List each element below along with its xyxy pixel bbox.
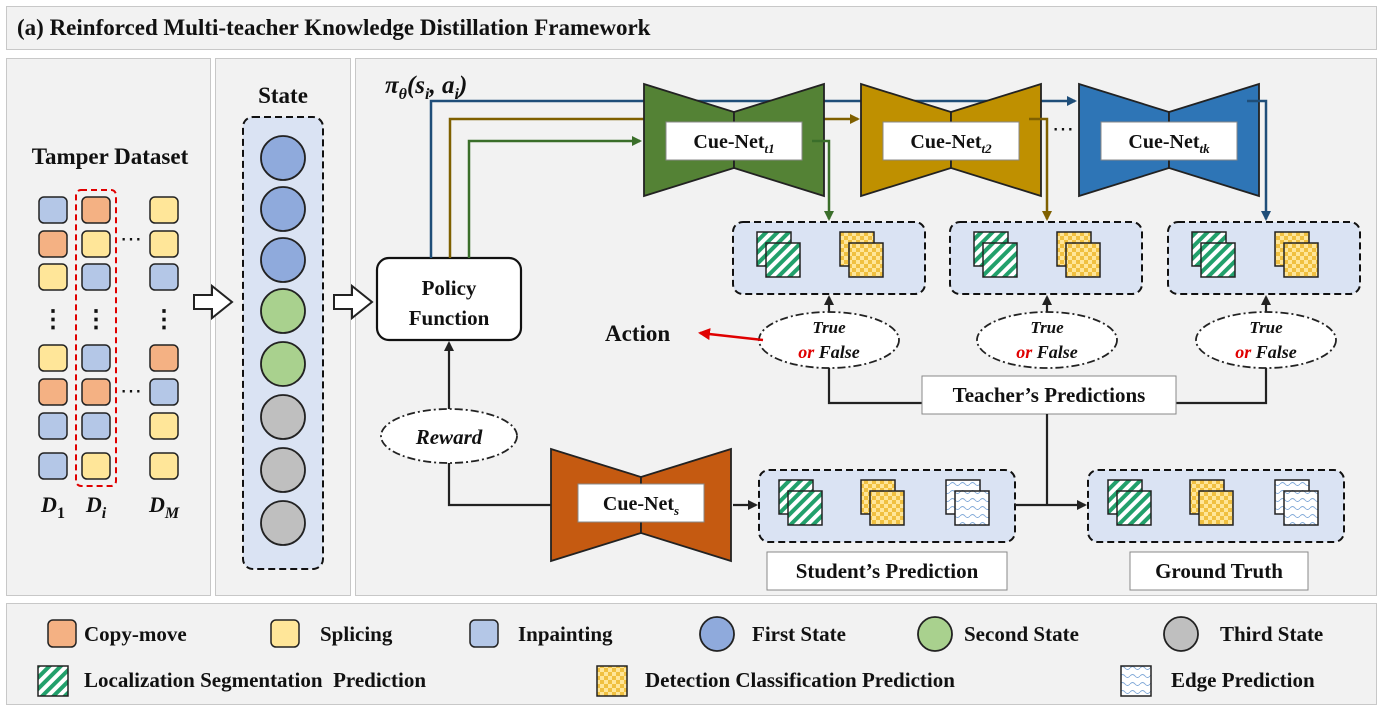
- ground-truth-label: Ground Truth: [1155, 559, 1283, 583]
- dataset-panel: [6, 58, 211, 596]
- policy-box-line2: Function: [409, 306, 490, 330]
- student-prediction-label: Student’s Prediction: [796, 559, 979, 583]
- legend-second-state-label: Second State: [964, 622, 1079, 646]
- teacher-net-t1: Cue-Nett1: [643, 82, 825, 198]
- hollow-arrow-dataset-to-state: [193, 283, 234, 321]
- dataset-grid: [38, 189, 179, 487]
- third-state-circle: [260, 394, 306, 440]
- teacher-predictions-label: Teacher’s Predictions: [953, 383, 1146, 407]
- svg-text:Cue-Nettk: Cue-Nettk: [1128, 131, 1210, 156]
- legend-first-state-label: First State: [752, 622, 846, 646]
- teacher-prediction-box-t2: [949, 221, 1143, 295]
- second-state-circle: [260, 288, 306, 334]
- third-state-circle: [260, 447, 306, 493]
- legend-copy-move-label: Copy-move: [84, 622, 187, 646]
- teacher-net-t2: Cue-Nett2: [860, 82, 1042, 198]
- policy-to-teacher-t1-arrow: [467, 136, 642, 258]
- svg-text:or False: or False: [1235, 342, 1297, 362]
- hollow-arrow-state-to-policy: [333, 283, 374, 321]
- diagram-canvas: Tamper Dataset ⋯ ⋯ ⋮ ⋮ ⋮ D1 Di DM: [32, 72, 1361, 591]
- judge-ellipse-tk: True or False: [1195, 311, 1337, 369]
- dataset-hdots-top: ⋯: [120, 226, 142, 251]
- student-to-reward-line: [447, 463, 551, 507]
- legend-edge-label: Edge Prediction: [1171, 668, 1315, 692]
- svg-text:Cue-Nett2: Cue-Nett2: [910, 131, 992, 156]
- teacher-t2-output-arrow: [1029, 117, 1052, 221]
- action-arrow: [698, 328, 764, 342]
- dataset-vdots-i: ⋮: [84, 307, 108, 333]
- legend-inpainting-label: Inpainting: [518, 622, 613, 646]
- teacher-net-tk: Cue-Nettk: [1078, 82, 1260, 198]
- svg-text:Cue-Nett1: Cue-Nett1: [693, 131, 774, 156]
- first-state-circle: [260, 135, 306, 181]
- teacher-prediction-box-t1: [732, 221, 926, 295]
- reward-ellipse: [380, 408, 518, 464]
- dataset-vdots-1: ⋮: [41, 307, 65, 333]
- legend-splicing-label: Splicing: [320, 622, 393, 646]
- teacher-predictions-label-box: [921, 375, 1177, 415]
- judge-ellipse-t2: True or False: [976, 311, 1118, 369]
- svg-text:True: True: [1249, 318, 1283, 337]
- svg-text:True: True: [812, 318, 846, 337]
- ground-truth-label-box: [1129, 551, 1309, 591]
- policy-box-line1: Policy: [422, 276, 477, 300]
- student-prediction-label-box: [766, 551, 1008, 591]
- legend-third-state-label: Third State: [1220, 622, 1324, 646]
- svg-text:or False: or False: [798, 342, 860, 362]
- student-net: Cue-Nets: [550, 447, 732, 563]
- title-bar: (a) Reinforced Multi-teacher Knowledge D…: [6, 6, 1377, 50]
- dataset-hdots-bottom: ⋯: [120, 378, 142, 403]
- teacher-t1-output-arrow: [812, 139, 834, 221]
- first-state-circle: [260, 237, 306, 283]
- svg-text:True: True: [1030, 318, 1064, 337]
- state-circles: [260, 135, 306, 546]
- dataset-label-di: Di: [85, 492, 107, 522]
- dataset-label-d1: D1: [40, 492, 65, 522]
- policy-formula: πθ(si, ai): [385, 72, 467, 103]
- dataset-label-dm: DM: [148, 492, 180, 522]
- svg-text:or False: or False: [1016, 342, 1078, 362]
- teacher-tk-output-arrow: [1247, 99, 1271, 221]
- first-state-circle: [260, 186, 306, 232]
- figure-title: (a) Reinforced Multi-teacher Knowledge D…: [17, 15, 651, 40]
- ground-truth-box: [1087, 469, 1345, 543]
- state-title: State: [258, 83, 308, 108]
- dataset-title: Tamper Dataset: [32, 144, 189, 169]
- svg-text:Cue-Nets: Cue-Nets: [603, 493, 679, 518]
- third-state-circle: [260, 500, 306, 546]
- legend-segmentation-label: Localization Segmentation Prediction: [84, 668, 426, 692]
- student-prediction-box: [758, 469, 1016, 543]
- legend-detection-label: Detection Classification Prediction: [645, 668, 955, 692]
- dataset-vdots-m: ⋮: [152, 307, 176, 333]
- teacher-dots: ⋯: [1052, 116, 1074, 141]
- reward-label: Reward: [415, 425, 483, 449]
- second-state-circle: [260, 341, 306, 387]
- teacher-prediction-box-tk: [1167, 221, 1361, 295]
- action-label: Action: [605, 321, 670, 346]
- judge-ellipse-t1: True or False: [758, 311, 900, 369]
